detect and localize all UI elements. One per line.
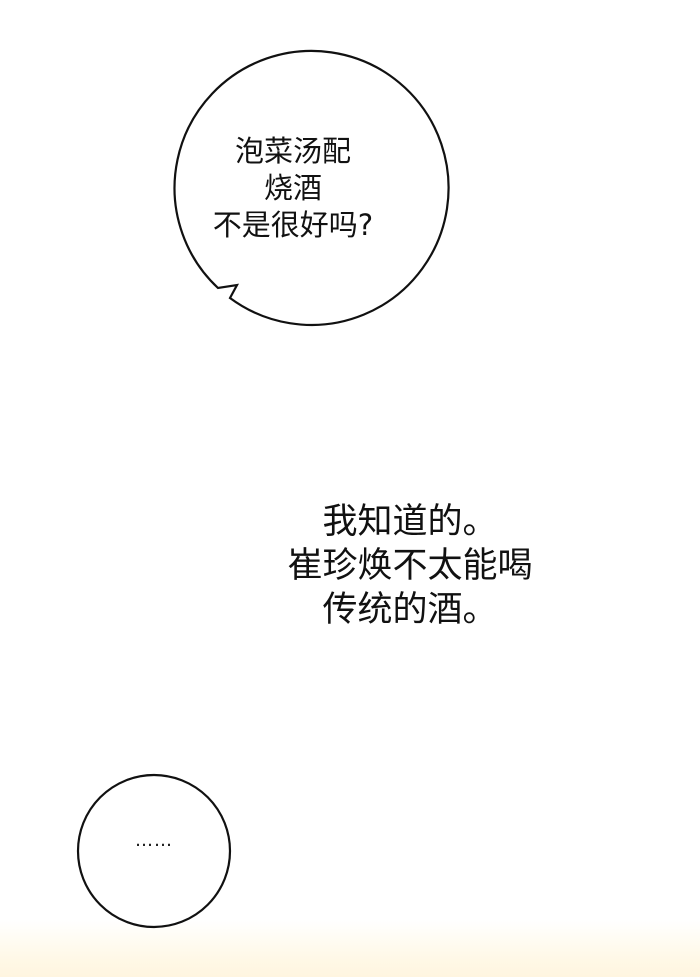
- dialogue-line: 泡菜汤配: [234, 134, 351, 168]
- speech-bubble-2-text: ……: [135, 830, 173, 851]
- narration-text: 我知道的。 崔珍焕不太能喝 传统的酒。: [250, 500, 570, 632]
- dialogue-line: 烧酒: [263, 171, 322, 205]
- narration-line: 我知道的。: [322, 502, 498, 542]
- narration-line: 传统的酒。: [322, 590, 498, 630]
- speech-bubble-1-text: 泡菜汤配 烧酒 不是很好吗?: [173, 133, 413, 244]
- dialogue-line: 不是很好吗?: [212, 208, 374, 242]
- narration-line: 崔珍焕不太能喝: [287, 546, 533, 586]
- bottom-tint: [0, 920, 700, 977]
- speech-bubble-2-outline: [76, 773, 232, 929]
- speech-bubble-1-outline: [173, 49, 450, 327]
